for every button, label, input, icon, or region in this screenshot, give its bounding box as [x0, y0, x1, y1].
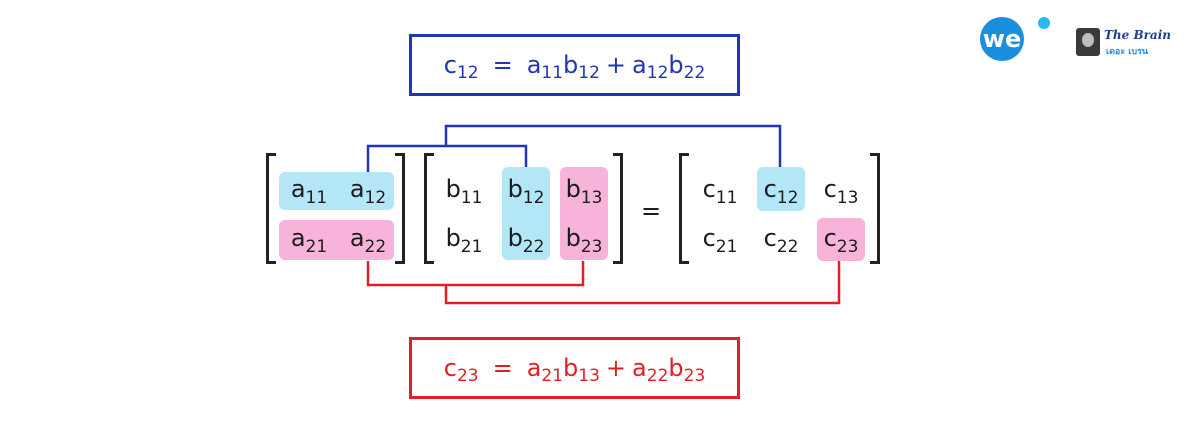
matrix-b-left-bracket	[424, 153, 434, 264]
matrix-b-cell-23: b23	[565, 224, 603, 257]
matrix-b-cell-11: b11	[445, 175, 483, 208]
matrix-c-cell-23: c23	[823, 224, 859, 257]
formula-top-lhs: c12	[443, 51, 479, 83]
matrix-a-right-bracket	[395, 153, 405, 264]
formula-top-plus: +	[605, 51, 627, 79]
formula-bottom-box: c23 = a21b13 + a22b23	[409, 337, 740, 399]
matrix-c-cell-11: c11	[702, 175, 738, 208]
we-logo: we	[980, 17, 1050, 61]
matrix-b-cell-22: b22	[507, 224, 545, 257]
matrix-b-cell-21: b21	[445, 224, 483, 257]
formula-bottom-term1: a21b13	[526, 354, 600, 386]
formula-top-term1: a11b12	[526, 51, 600, 83]
matrix-equals-sign: =	[640, 197, 662, 225]
matrix-b-right-bracket	[613, 153, 623, 264]
formula-bottom-term2: a22b23	[632, 354, 706, 386]
matrix-b-cell-12: b12	[507, 175, 545, 208]
we-logo-text: we	[983, 25, 1021, 53]
brain-logo-line2: เดอะ เบรน	[1106, 47, 1149, 57]
red-connector-a-b	[366, 261, 585, 287]
highlight-b-col3	[560, 167, 608, 260]
matrix-a-cell-22: a22	[349, 224, 387, 257]
matrix-a-cell-12: a12	[349, 175, 387, 208]
highlight-a-row2	[279, 220, 394, 260]
matrix-a-cell-11: a11	[290, 175, 328, 208]
matrix-a-cell-21: a21	[290, 224, 328, 257]
matrix-c-cell-12: c12	[763, 175, 799, 208]
formula-bottom-lhs: c23	[443, 354, 479, 386]
highlight-a-row1	[279, 172, 394, 210]
formula-top-term2: a12b22	[632, 51, 706, 83]
highlight-c23	[817, 218, 865, 261]
matrix-b-cell-13: b13	[565, 175, 603, 208]
highlight-b-col2	[502, 167, 550, 260]
matrix-c-left-bracket	[679, 153, 689, 264]
blue-connector-a-b	[366, 144, 528, 172]
the-brain-logo: The Brain เดอะ เบรน	[1076, 28, 1176, 60]
matrix-c-right-bracket	[870, 153, 880, 264]
matrix-c-cell-13: c13	[823, 175, 859, 208]
formula-bottom-plus: +	[605, 354, 627, 382]
formula-top-box: c12 = a11b12 + a12b22	[409, 34, 740, 96]
formula-bottom-equals: =	[492, 354, 513, 382]
matrix-a-left-bracket	[266, 153, 276, 264]
brain-avatar-icon	[1076, 28, 1100, 56]
formula-top-equals: =	[492, 51, 513, 79]
red-connector-to-c23	[444, 261, 841, 305]
matrix-c-cell-22: c22	[763, 224, 799, 257]
highlight-c12	[757, 167, 805, 211]
brain-logo-line1: The Brain	[1104, 28, 1171, 42]
matrix-c-cell-21: c21	[702, 224, 738, 257]
